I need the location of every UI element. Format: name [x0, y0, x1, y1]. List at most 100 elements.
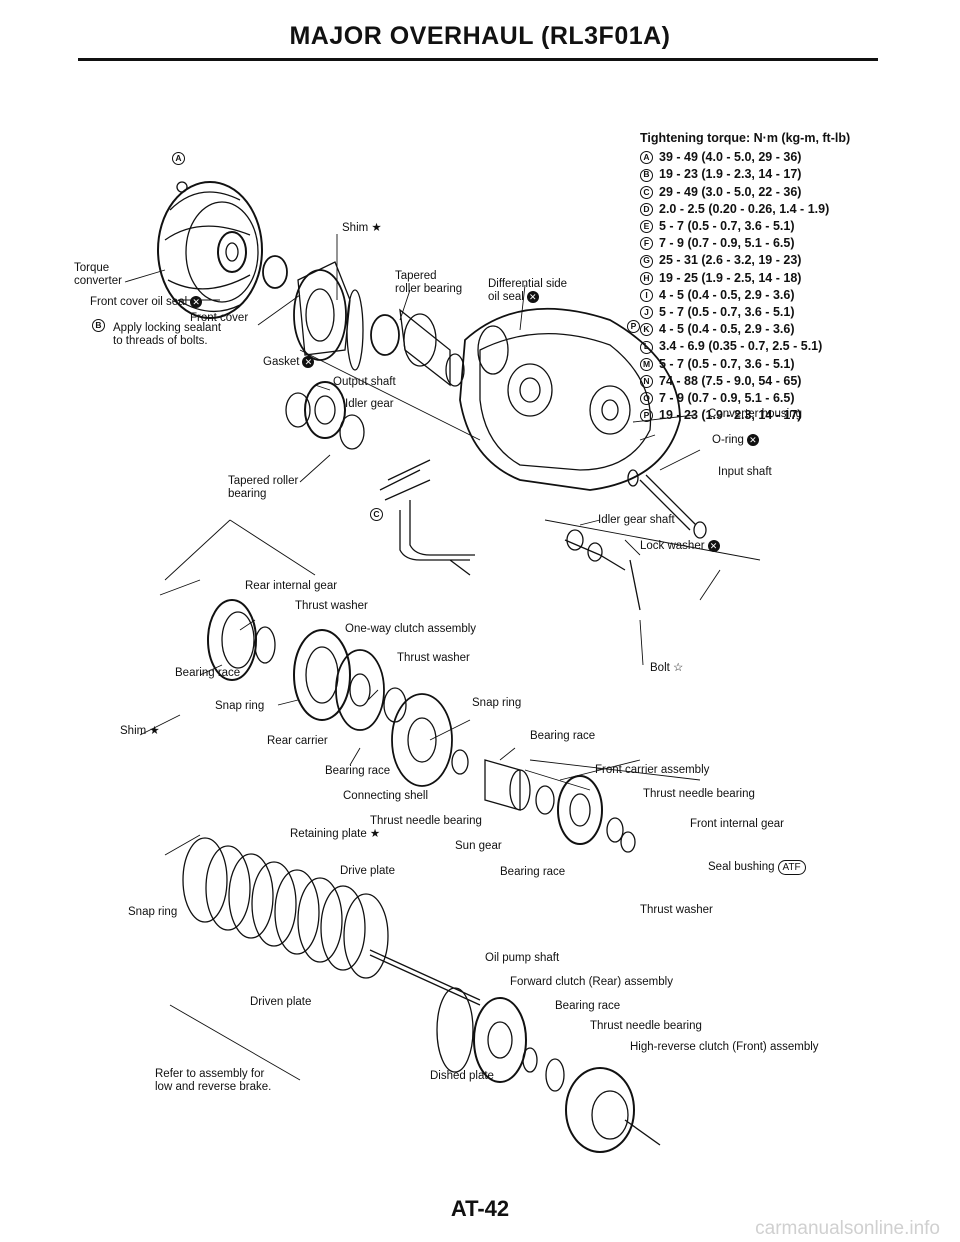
- torque-key: F: [640, 237, 653, 251]
- label-converter-housing: Converter housing: [708, 408, 802, 420]
- torque-value: 7 - 9 (0.7 - 0.9, 5.1 - 6.5): [659, 391, 795, 406]
- torque-key: C: [640, 185, 653, 199]
- torque-value: 25 - 31 (2.6 - 3.2, 19 - 23): [659, 253, 802, 268]
- torque-value: 29 - 49 (3.0 - 5.0, 22 - 36): [659, 184, 802, 199]
- label-idler-gear: Idler gear: [345, 398, 394, 410]
- torque-value: 5 - 7 (0.5 - 0.7, 3.6 - 5.1): [659, 356, 795, 371]
- label-lock-washer: Lock washer✕: [640, 540, 720, 553]
- title-rule: [78, 58, 878, 61]
- label-oil-pump-shaft: Oil pump shaft: [485, 952, 560, 964]
- label-high-reverse-clutch: High-reverse clutch (Front) assembly: [630, 1041, 819, 1053]
- torque-value: 19 - 23 (1.9 - 2.3, 14 - 17): [659, 167, 802, 182]
- label-bearing-race-1: Bearing race: [175, 667, 241, 679]
- torque-key: E: [640, 220, 653, 234]
- idler-gear-shaft-part: [564, 529, 641, 611]
- callout-a: A: [172, 152, 191, 165]
- torque-value: 19 - 23 (1.9 - 2.3, 14 - 17): [659, 408, 802, 423]
- torque-key: K: [640, 323, 653, 337]
- label-gasket: Gasket✕: [263, 356, 315, 369]
- torque-key: N: [640, 374, 653, 388]
- label-shim-left: Shim ★: [120, 725, 160, 737]
- label-snap-ring-2: Snap ring: [215, 700, 265, 712]
- torque-row: B 19 - 23 (1.9 - 2.3, 14 - 17): [640, 166, 850, 183]
- connecting-shell-part: [391, 693, 636, 853]
- torque-row: E 5 - 7 (0.5 - 0.7, 3.6 - 5.1): [640, 218, 850, 235]
- label-snap-ring-3: Snap ring: [128, 906, 178, 918]
- label-rear-carrier: Rear carrier: [267, 735, 328, 747]
- torque-row: F 7 - 9 (0.7 - 0.9, 5.1 - 6.5): [640, 235, 850, 252]
- forward-clutch-part: [436, 987, 565, 1092]
- page-number: AT-42: [450, 1196, 510, 1221]
- converter-housing-part: [459, 307, 681, 491]
- label-idler-gear-shaft: Idler gear shaft: [598, 514, 675, 526]
- label-connecting-shell: Connecting shell: [343, 790, 429, 802]
- label-front-cover: Front cover: [190, 312, 249, 324]
- torque-converter-part: [157, 181, 263, 319]
- guide-lines: [139, 349, 761, 1081]
- torque-row: O 7 - 9 (0.7 - 0.9, 5.1 - 6.5): [640, 390, 850, 407]
- label-bearing-race-5: Bearing race: [555, 1000, 621, 1012]
- output-shaft-part: [370, 308, 465, 387]
- label-thrust-needle-bearing-3: Thrust needle bearing: [590, 1020, 702, 1032]
- input-shaft-part: [627, 469, 707, 539]
- label-dished-plate: Dished plate: [430, 1070, 494, 1082]
- label-front-internal-gear: Front internal gear: [690, 818, 784, 830]
- torque-value: 2.0 - 2.5 (0.20 - 0.26, 1.4 - 1.9): [659, 201, 830, 216]
- atf-badge: ATF: [777, 860, 806, 875]
- torque-value: 4 - 5 (0.4 - 0.5, 2.9 - 3.6): [659, 287, 795, 302]
- torque-row: G 25 - 31 (2.6 - 3.2, 19 - 23): [640, 252, 850, 269]
- replace-icon: ✕: [746, 434, 759, 446]
- watermark: carmanualsonline.info: [755, 1218, 940, 1239]
- torque-key: H: [640, 271, 653, 285]
- label-bearing-race-4: Bearing race: [500, 866, 566, 878]
- label-o-ring: O-ring✕: [712, 434, 759, 447]
- torque-value: 19 - 25 (1.9 - 2.5, 14 - 18): [659, 270, 802, 285]
- torque-value: 7 - 9 (0.7 - 0.9, 5.1 - 6.5): [659, 236, 795, 251]
- label-drive-plate: Drive plate: [340, 865, 395, 877]
- torque-key: D: [640, 202, 653, 216]
- torque-row: H 19 - 25 (1.9 - 2.5, 14 - 18): [640, 270, 850, 287]
- torque-value: 5 - 7 (0.5 - 0.7, 3.6 - 5.1): [659, 219, 795, 234]
- torque-value: 3.4 - 6.9 (0.35 - 0.7, 2.5 - 5.1): [659, 339, 823, 354]
- torque-value: 39 - 49 (4.0 - 5.0, 29 - 36): [659, 150, 802, 165]
- rear-internal-gear-part: [207, 599, 407, 731]
- label-rear-internal-gear: Rear internal gear: [245, 580, 338, 592]
- label-driven-plate: Driven plate: [250, 996, 312, 1008]
- label-retaining-plate: Retaining plate ★: [290, 828, 381, 840]
- high-reverse-clutch-part: [565, 1067, 661, 1153]
- torque-key: B: [640, 168, 653, 182]
- label-shim-top: Shim ★: [342, 222, 382, 234]
- label-output-shaft: Output shaft: [333, 376, 396, 388]
- torque-key: A: [640, 151, 653, 165]
- torque-value: 74 - 88 (7.5 - 9.0, 54 - 65): [659, 373, 802, 388]
- torque-row: C 29 - 49 (3.0 - 5.0, 22 - 36): [640, 184, 850, 201]
- torque-key: O: [640, 392, 653, 406]
- oil-tubes-part: [379, 459, 475, 576]
- callout-p: P: [627, 320, 646, 333]
- replace-icon: ✕: [707, 540, 720, 552]
- callout-c: C: [370, 508, 389, 521]
- label-thrust-washer-1: Thrust washer: [295, 600, 368, 612]
- front-cover-part: [262, 255, 364, 371]
- clutch-plates-part: [182, 837, 389, 979]
- label-snap-ring-1: Snap ring: [472, 697, 522, 709]
- torque-key: G: [640, 254, 653, 268]
- label-input-shaft: Input shaft: [718, 466, 772, 478]
- oil-pump-shaft-part: [369, 949, 481, 1006]
- callout-b: B: [92, 319, 111, 332]
- torque-row: D 2.0 - 2.5 (0.20 - 0.26, 1.4 - 1.9): [640, 201, 850, 218]
- idler-gear-part: [285, 381, 365, 450]
- label-thrust-needle-bearing-2: Thrust needle bearing: [370, 815, 482, 827]
- label-front-carrier: Front carrier assembly: [595, 764, 710, 776]
